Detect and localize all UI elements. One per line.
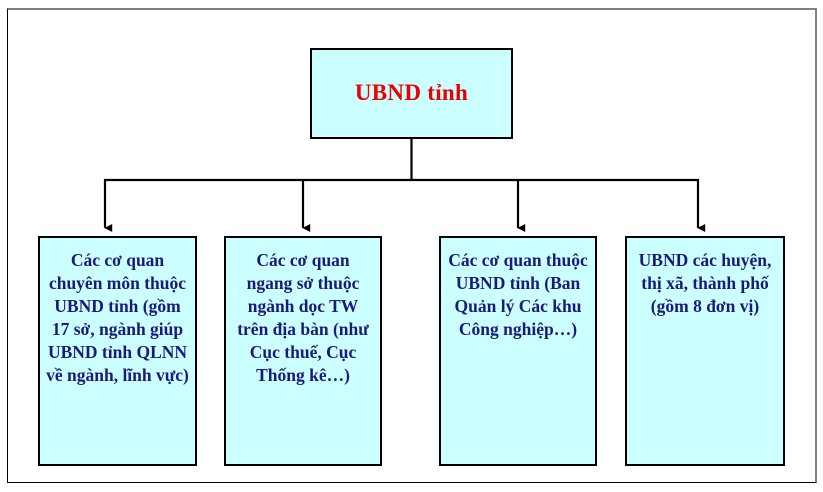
node-child-2-label: Các cơ quan thuộc UBND tỉnh (Ban Quản lý… [448,250,588,340]
node-child-1-label: Các cơ quan ngang sở thuộc ngành dọc TW … [237,250,369,386]
node-child-0-label: Các cơ quan chuyên môn thuộc UBND tỉnh (… [46,250,189,386]
node-root-ubnd-tinh[interactable]: UBND tỉnh [310,48,513,139]
node-child-3-label: UBND các huyện, thị xã, thành phố (gồm 8… [638,250,772,317]
node-co-quan-thuoc-ubnd[interactable]: Các cơ quan thuộc UBND tỉnh (Ban Quản lý… [439,236,597,466]
node-co-quan-ngang-so[interactable]: Các cơ quan ngang sở thuộc ngành dọc TW … [224,236,382,466]
node-root-label: UBND tỉnh [354,80,469,106]
node-ubnd-huyen-thi-xa[interactable]: UBND các huyện, thị xã, thành phố (gồm 8… [625,236,785,466]
node-co-quan-chuyen-mon[interactable]: Các cơ quan chuyên môn thuộc UBND tỉnh (… [38,236,197,466]
